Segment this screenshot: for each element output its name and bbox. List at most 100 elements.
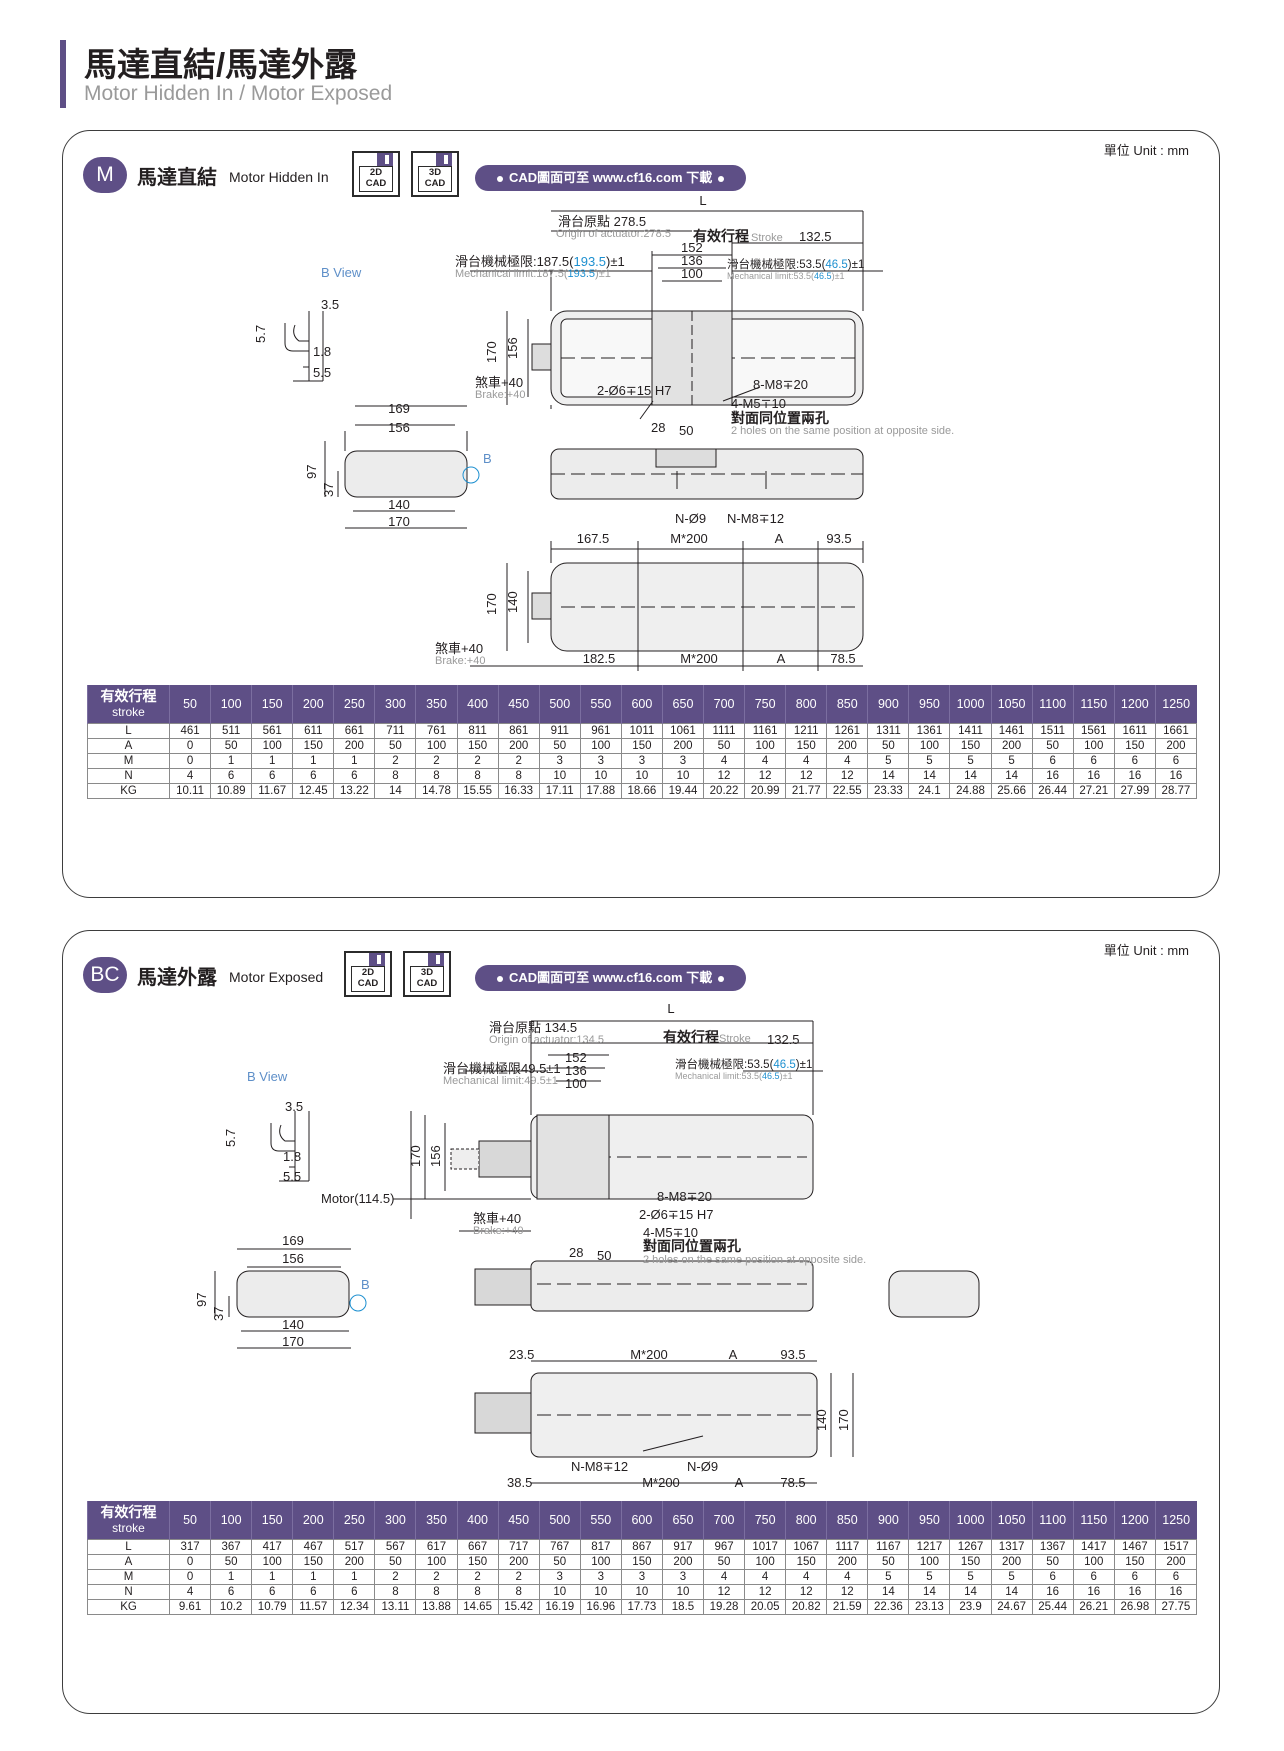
table-cell: 150 xyxy=(620,1554,663,1570)
table-cell: 17.88 xyxy=(579,783,622,799)
table-cell: 2 xyxy=(497,1569,540,1585)
mech-limit-right-en: Mechanical limit:53.5( xyxy=(675,1071,762,1081)
table-cell: 16 xyxy=(1031,1584,1074,1600)
table-cell: 100 xyxy=(1072,1554,1115,1570)
cad-2d-label: 2D xyxy=(361,967,375,978)
dim-28: 28 xyxy=(569,1245,583,1260)
stroke-column-header: 1000 xyxy=(949,1501,992,1540)
model-title: 馬達外露 xyxy=(137,967,217,989)
table-cell: 961 xyxy=(579,723,622,739)
stroke-column-header: 900 xyxy=(867,685,909,724)
dim-50: 50 xyxy=(597,1248,611,1263)
dim-m200-bottom: M*200 xyxy=(642,1475,680,1490)
dim-170-bottom: 170 xyxy=(836,1409,851,1431)
svg-text:Mechanical limit:53.5(46.5)±1: Mechanical limit:53.5(46.5)±1 xyxy=(675,1071,793,1081)
table-cell: 8 xyxy=(456,768,499,784)
stroke-column-header: 250 xyxy=(333,685,375,724)
bullet-icon xyxy=(718,975,725,982)
table-cell: 12 xyxy=(826,768,869,784)
table-cell: 50 xyxy=(867,1554,910,1570)
holes-label-en: 2 holes on the same position at opposite… xyxy=(731,425,954,437)
table-cell: 5 xyxy=(908,1569,951,1585)
table-cell: 12 xyxy=(744,768,787,784)
origin-label-en: Origin of actuator:134.5 xyxy=(489,1034,604,1046)
dim-136: 136 xyxy=(565,1063,587,1078)
stroke-column-header: 750 xyxy=(744,1501,786,1540)
table-cell: 200 xyxy=(497,738,540,754)
stroke-column-header: 400 xyxy=(456,1501,499,1540)
table-cell: 100 xyxy=(251,1554,294,1570)
table-cell: 22.36 xyxy=(867,1599,910,1615)
table-cell: 50 xyxy=(210,738,253,754)
nm8-label: N-M8∓12 xyxy=(727,511,784,526)
table-cell: 150 xyxy=(292,738,335,754)
table-cell: 200 xyxy=(333,1554,376,1570)
row-label: A xyxy=(87,738,170,754)
table-cell: 11.57 xyxy=(292,1599,335,1615)
table-cell: 24.1 xyxy=(908,783,951,799)
table-cell: 150 xyxy=(785,738,828,754)
stroke-column-header: 1100 xyxy=(1031,685,1074,724)
dim-37: 37 xyxy=(321,483,336,497)
mech-limit-left-en-blue: 193.5 xyxy=(568,268,596,280)
table-cell: 16 xyxy=(1072,1584,1115,1600)
table-cell: 611 xyxy=(292,723,335,739)
table-cell: 150 xyxy=(1113,738,1156,754)
svg-text:滑台機械極限:53.5(46.5)±1: 滑台機械極限:53.5(46.5)±1 xyxy=(675,1057,812,1071)
table-cell: 4 xyxy=(168,1584,212,1600)
table-cell: 1461 xyxy=(990,723,1033,739)
table-cell: 20.82 xyxy=(785,1599,828,1615)
table-cell: 19.28 xyxy=(703,1599,746,1615)
brake-label: 煞車+40 xyxy=(475,375,523,390)
table-cell: 8 xyxy=(415,1584,458,1600)
dim-136: 136 xyxy=(681,253,703,268)
dim-156-end: 156 xyxy=(388,420,410,435)
floppy-tab xyxy=(436,153,452,167)
brake-label-en-2: Brake:+40 xyxy=(435,655,485,667)
stroke-column-header: 1200 xyxy=(1113,685,1156,724)
dim-37: 37 xyxy=(211,1307,226,1321)
holes-label: 對面同位置兩孔 xyxy=(643,1238,741,1254)
dim-100: 100 xyxy=(681,266,703,281)
dim-97: 97 xyxy=(194,1293,209,1307)
b-view-label: B View xyxy=(247,1069,288,1084)
dim-38-5: 38.5 xyxy=(507,1475,532,1490)
table-cell: 5 xyxy=(908,753,951,769)
stroke-label: 有效行程 xyxy=(663,1029,719,1045)
page-subtitle: Motor Hidden In / Motor Exposed xyxy=(84,82,393,105)
row-label: A xyxy=(87,1554,170,1570)
table-cell: 911 xyxy=(538,723,581,739)
origin-label: 滑台原點 134.5 xyxy=(489,1020,577,1035)
table-cell: 25.44 xyxy=(1031,1599,1074,1615)
table-cell: 1561 xyxy=(1072,723,1115,739)
stroke-label-en: Stroke xyxy=(751,232,783,244)
stroke-column-header: 100 xyxy=(210,1501,252,1540)
table-cell: 1 xyxy=(251,1569,294,1585)
table-cell: 6 xyxy=(1154,1569,1198,1585)
stroke-column-header: 700 xyxy=(703,1501,745,1540)
svg-text:滑台機械極限:187.5(193.5)±1: 滑台機械極限:187.5(193.5)±1 xyxy=(455,254,625,269)
table-cell: 12 xyxy=(785,1584,828,1600)
stroke-column-header: 900 xyxy=(867,1501,909,1540)
table-cell: 12.34 xyxy=(333,1599,376,1615)
table-cell: 717 xyxy=(497,1539,540,1555)
table-cell: 10 xyxy=(579,768,622,784)
table-cell: 150 xyxy=(785,1554,828,1570)
cad-download-banner[interactable]: CAD圖面可至 www.cf16.com 下載 xyxy=(475,165,747,191)
dim-170: 170 xyxy=(408,1145,423,1167)
table-cell: 10.89 xyxy=(210,783,253,799)
mech-limit-right-blue: 46.5 xyxy=(773,1059,795,1071)
table-cell: 5 xyxy=(867,1569,910,1585)
cad-download-banner[interactable]: CAD圖面可至 www.cf16.com 下載 xyxy=(475,965,747,991)
table-cell: 5 xyxy=(949,1569,992,1585)
table-cell: 16 xyxy=(1072,768,1115,784)
